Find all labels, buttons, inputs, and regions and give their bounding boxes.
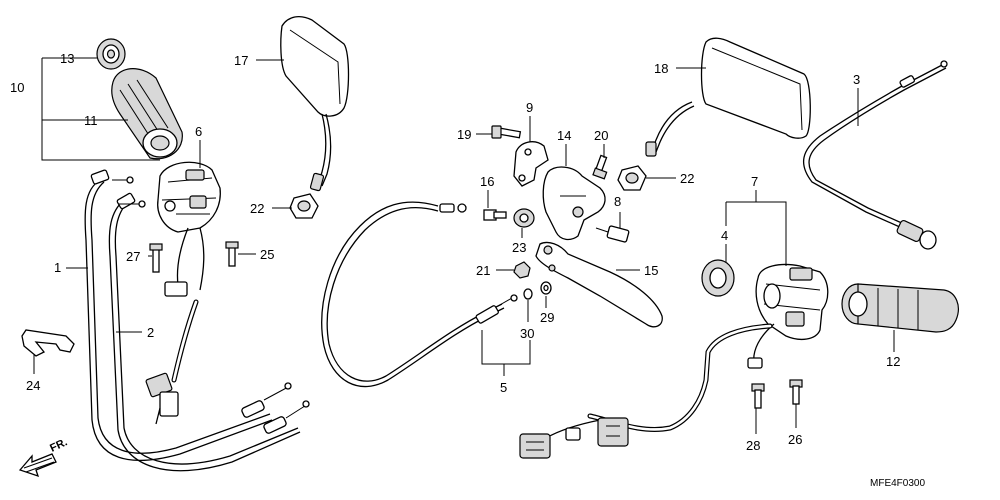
label-p4: 4	[721, 228, 728, 243]
switch-clamp-screws-part	[112, 176, 146, 208]
left-grip-part	[111, 68, 183, 160]
label-p16: 16	[480, 174, 494, 189]
label-p24: 24	[26, 378, 40, 393]
leader-lines	[33, 57, 895, 434]
label-p2: 2	[147, 325, 154, 340]
washer-29-part	[540, 281, 552, 295]
label-p13: 13	[60, 51, 74, 66]
right-throttle-grip-part	[841, 283, 959, 333]
throttle-cable-3-part	[802, 60, 948, 250]
label-p6: 6	[195, 124, 202, 139]
label-p17: 17	[234, 53, 248, 68]
clutch-cable-part	[321, 201, 518, 388]
cable-end-fittings-part	[241, 382, 310, 434]
label-p7: 7	[751, 174, 758, 189]
label-p9: 9	[526, 100, 533, 115]
grip-end-cap-part	[96, 38, 126, 70]
label-p10: 10	[10, 80, 24, 95]
right-switch-harness-part	[519, 323, 775, 459]
label-p29: 29	[540, 310, 554, 325]
label-p22b: 22	[680, 171, 694, 186]
label-p3: 3	[853, 72, 860, 87]
screw-26-part	[789, 379, 803, 405]
right-mirror-part	[645, 37, 811, 157]
label-p23: 23	[512, 240, 526, 255]
screw-28-part	[751, 383, 765, 409]
label-p12: 12	[886, 354, 900, 369]
left-switch-harness-part	[145, 227, 205, 425]
cable-clip-part	[21, 329, 75, 357]
label-p5: 5	[500, 380, 507, 395]
throttle-cable-2-part	[108, 192, 301, 472]
front-indicator-label: FR.	[48, 436, 69, 454]
label-p11: 11	[84, 113, 98, 128]
label-p22a: 22	[250, 201, 264, 216]
throttle-cable-1-part	[84, 169, 273, 461]
label-p15: 15	[644, 263, 658, 278]
nut-23-part	[513, 208, 535, 228]
screw-20-part	[592, 154, 608, 180]
part-number-labels: 13 10 11 6 1 2 24 27 25 17 22 9 19 14 20…	[10, 51, 925, 489]
clutch-lever-part	[535, 241, 663, 328]
mirror-nut-right-part	[617, 165, 647, 191]
left-handlebar-switch-part	[157, 161, 221, 233]
label-p19: 19	[457, 127, 471, 142]
screw-27-part	[149, 243, 163, 273]
screw-25-part	[225, 241, 239, 267]
clutch-switch-part	[595, 225, 630, 243]
front-direction-arrow	[18, 453, 57, 478]
label-p20: 20	[594, 128, 608, 143]
diagram-code: MFE4F0300	[870, 478, 925, 489]
label-p18: 18	[654, 61, 668, 76]
clutch-lever-holder-cap-part	[513, 141, 549, 187]
label-p26: 26	[788, 432, 802, 447]
label-p27: 27	[126, 249, 140, 264]
mirror-nut-left-part	[289, 193, 319, 219]
label-p25: 25	[260, 247, 274, 262]
left-mirror-part	[280, 15, 350, 192]
label-p30: 30	[520, 326, 534, 341]
bolt-19-part	[491, 125, 522, 139]
label-p14: 14	[557, 128, 571, 143]
right-handlebar-switch-part	[755, 263, 829, 341]
nut-21-part	[513, 261, 531, 279]
label-p21: 21	[476, 263, 490, 278]
label-p28: 28	[746, 438, 760, 453]
pivot-bolt-16-part	[483, 209, 507, 221]
grip-ring-part	[701, 259, 735, 297]
washer-30-part	[523, 288, 533, 300]
label-p8: 8	[614, 194, 621, 209]
label-p1: 1	[54, 260, 61, 275]
clutch-lever-bracket-part	[542, 166, 606, 241]
